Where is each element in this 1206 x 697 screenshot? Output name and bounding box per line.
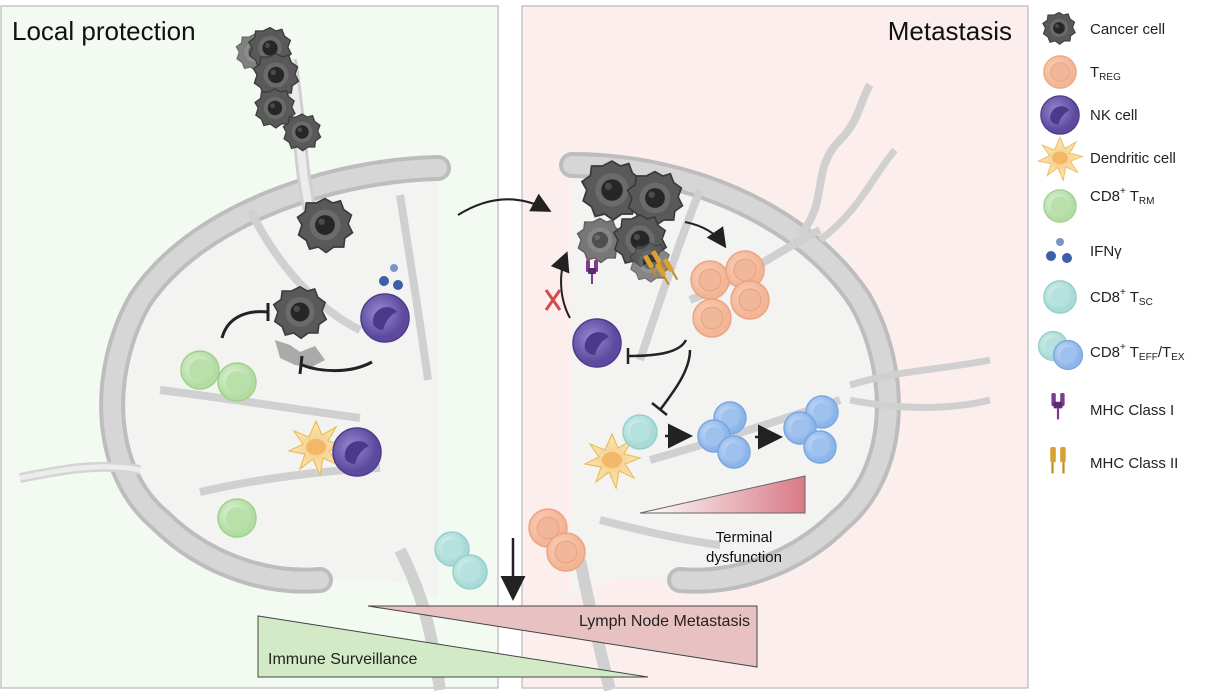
- legend-nk-label: NK cell: [1090, 107, 1138, 124]
- terminal-label-line2: dysfunction: [706, 549, 782, 566]
- legend-ifn-label: IFNγ: [1090, 243, 1122, 260]
- right-panel-title: Metastasis: [888, 16, 1012, 46]
- lymph-node-left: [19, 58, 451, 691]
- terminal-dysfunction-wedge: [639, 475, 806, 514]
- cd8-tsc-cell-exit-2: [452, 554, 488, 590]
- inhibition-treg-to-nk: [627, 339, 688, 358]
- ifn-gamma-icon: [1046, 238, 1072, 263]
- arrow-nk-blocked: [550, 251, 571, 319]
- nk-cell-left-top: [360, 293, 410, 343]
- dendritic-cell-icon: [1037, 136, 1083, 181]
- immune-surveillance-triangle: [257, 615, 649, 678]
- cd8-trm-cell-3: [217, 498, 257, 538]
- nk-cell-left-bottom: [332, 427, 382, 477]
- ifn-gamma-left: [379, 264, 403, 290]
- inhibition-trm-to-cancer: [220, 310, 269, 339]
- cancer-cell-icon: [1042, 11, 1076, 45]
- red-x-icon: [544, 289, 562, 311]
- lymph-node-metastasis-label: Lymph Node Metastasis: [579, 613, 750, 630]
- lymph-node-metastasis-triangle: [367, 605, 758, 668]
- legend-dc-label: Dendritic cell: [1090, 150, 1176, 167]
- legend: Cancer cell TREG NK cell Dendritic cell …: [1037, 11, 1185, 474]
- nk-cell-right: [572, 318, 622, 368]
- cd8-trm-icon: [1043, 189, 1077, 223]
- legend-mhc2-label: MHC Class II: [1090, 455, 1178, 472]
- legend-trm-label: CD8+ TRM: [1090, 186, 1154, 207]
- immune-surveillance-label: Immune Surveillance: [268, 651, 418, 668]
- terminal-label-line1: Terminal: [716, 529, 773, 546]
- legend-treg-label: TREG: [1090, 64, 1121, 83]
- inhibition-nk-to-cancer: [301, 360, 373, 373]
- mhc-class-i-icon: [1051, 393, 1065, 420]
- legend-teff-label: CD8+ TEFF/TEX: [1090, 342, 1185, 363]
- nk-cell-icon: [1040, 95, 1080, 135]
- inhibition-treg-to-tsc: [658, 349, 692, 411]
- arrow-to-metastasis: [457, 193, 552, 216]
- cancer-cell-dying: [272, 286, 328, 368]
- cd8-tsc-icon: [1043, 280, 1077, 314]
- mhc-class-ii-icon: [1050, 447, 1066, 474]
- cd8-teff-tex-icon: [1037, 330, 1084, 371]
- cd8-trm-cell-1: [180, 350, 220, 390]
- cd8-trm-cell-2: [217, 362, 257, 402]
- treg-cell-icon: [1043, 55, 1077, 89]
- legend-cancer-label: Cancer cell: [1090, 21, 1165, 38]
- legend-mhc1-label: MHC Class I: [1090, 402, 1174, 419]
- legend-tsc-label: CD8+ TSC: [1090, 287, 1153, 308]
- left-panel-title: Local protection: [12, 16, 196, 46]
- arrow-cancer-to-treg: [684, 221, 727, 249]
- cd8-tsc-cell-right: [622, 414, 658, 450]
